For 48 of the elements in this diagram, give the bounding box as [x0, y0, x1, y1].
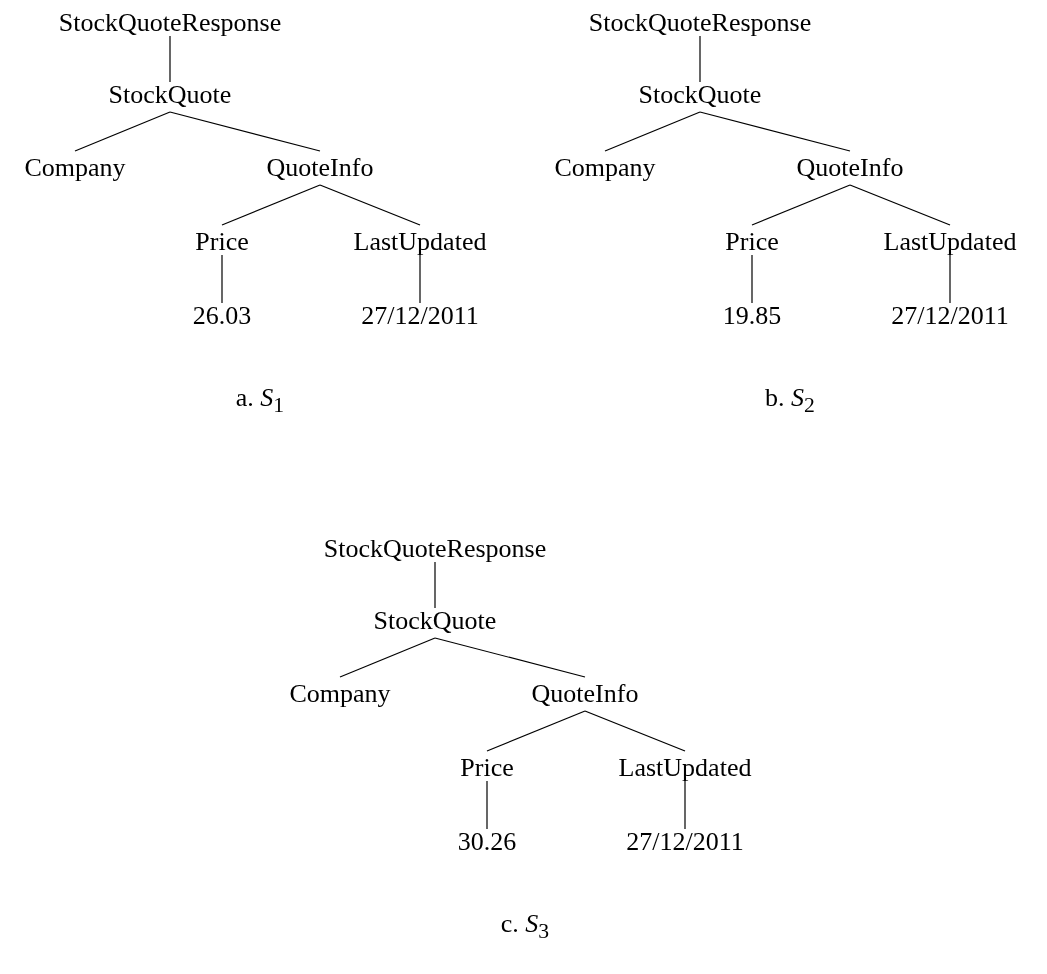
tree-branch-line: [486, 710, 586, 752]
tree-branch-line: [684, 780, 686, 830]
tree-node-label: QuoteInfo: [530, 679, 640, 709]
tree-branch-line: [699, 111, 851, 152]
tree-node-label: StockQuote: [637, 80, 763, 110]
subfigure-caption: a. S$_{1}$: [235, 383, 285, 420]
tree-branch-line: [584, 710, 686, 752]
tree-branch-line: [434, 637, 586, 678]
subfigure-caption: c. S$_{3}$: [500, 909, 550, 946]
tree-node-label: 27/12/2011: [890, 301, 1010, 331]
tree-node-label: Price: [194, 227, 250, 257]
tree-branch-line: [486, 780, 488, 830]
tree-node-label: 19.85: [721, 301, 783, 331]
tree-node-label: StockQuote: [372, 606, 498, 636]
tree-node-label: StockQuote: [107, 80, 233, 110]
tree-branch-line: [434, 561, 436, 609]
tree-node-label: LastUpdated: [617, 753, 753, 783]
tree-branch-line: [339, 637, 436, 678]
tree-node-label: Price: [459, 753, 515, 783]
tree-branch-line: [319, 184, 421, 226]
tree-branch-line: [849, 184, 951, 226]
tree-node-label: QuoteInfo: [795, 153, 905, 183]
tree-node-label: Company: [553, 153, 657, 183]
tree-branch-line: [221, 184, 321, 226]
tree-node-label: StockQuoteResponse: [322, 534, 548, 564]
tree-branch-line: [949, 254, 951, 304]
tree-node-label: LastUpdated: [352, 227, 488, 257]
tree-node-label: StockQuoteResponse: [587, 8, 813, 38]
tree-node-label: 30.26: [456, 827, 518, 857]
tree-node-label: 27/12/2011: [625, 827, 745, 857]
tree-branch-line: [74, 111, 171, 152]
tree-branch-line: [169, 35, 171, 83]
tree-branch-line: [751, 184, 851, 226]
tree-node-label: Company: [23, 153, 127, 183]
tree-branch-line: [751, 254, 753, 304]
tree-node-label: QuoteInfo: [265, 153, 375, 183]
tree-node-label: Company: [288, 679, 392, 709]
tree-branch-line: [419, 254, 421, 304]
tree-node-label: LastUpdated: [882, 227, 1018, 257]
tree-node-label: 27/12/2011: [360, 301, 480, 331]
tree-node-label: 26.03: [191, 301, 253, 331]
tree-node-label: StockQuoteResponse: [57, 8, 283, 38]
tree-branch-line: [604, 111, 701, 152]
tree-node-label: Price: [724, 227, 780, 257]
tree-branch-line: [221, 254, 223, 304]
subfigure-caption: b. S$_{2}$: [765, 383, 815, 420]
tree-branch-line: [169, 111, 321, 152]
tree-branch-line: [699, 35, 701, 83]
